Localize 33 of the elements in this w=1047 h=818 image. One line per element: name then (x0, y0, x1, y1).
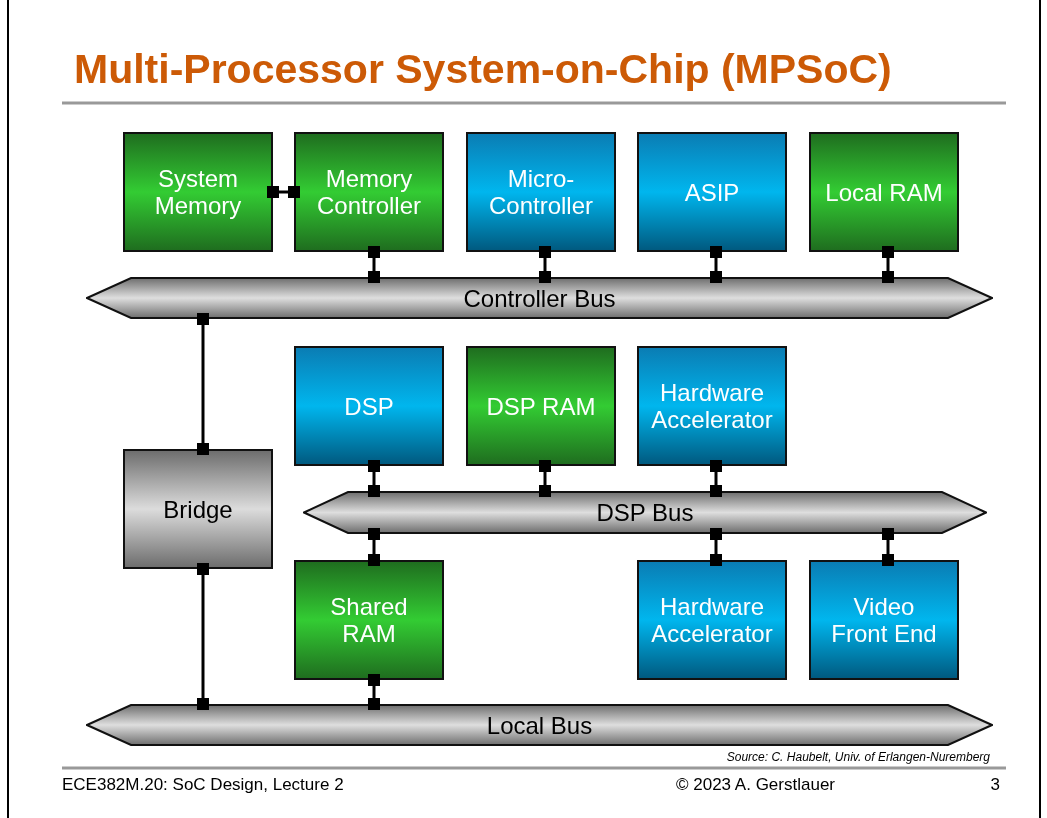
bus-connection (539, 246, 551, 283)
bus-connection (368, 674, 380, 710)
processor-block: DSP (294, 346, 444, 466)
page-number: 3 (990, 775, 1000, 795)
bus-connection (368, 460, 380, 497)
memory-block: DSP RAM (466, 346, 616, 466)
bus-arrow: DSP Bus (303, 491, 987, 534)
memory-block: Shared RAM (294, 560, 444, 680)
processor-block: Hardware Accelerator (637, 346, 787, 466)
bus-connection (267, 186, 300, 198)
processor-block: Video Front End (809, 560, 959, 680)
processor-block: Hardware Accelerator (637, 560, 787, 680)
bus-connection (368, 246, 380, 283)
bus-connection (539, 460, 551, 497)
copyright-text: © 2023 A. Gerstlauer (676, 775, 835, 795)
bus-connection (882, 246, 894, 283)
bus-arrow: Controller Bus (86, 277, 993, 319)
memory-block: System Memory (123, 132, 273, 252)
memory-block: Local RAM (809, 132, 959, 252)
bus-connection (710, 460, 722, 497)
bus-connection (368, 528, 380, 566)
bridge-block: Bridge (123, 449, 273, 569)
footer-text: ECE382M.20: SoC Design, Lecture 2 (62, 775, 344, 795)
processor-block: Micro-Controller (466, 132, 616, 252)
bus-connection (710, 246, 722, 283)
slide-title: Multi-Processor System-on-Chip (MPSoC) (74, 46, 892, 93)
bus-connection (197, 313, 209, 455)
bus-connection (882, 528, 894, 566)
bus-connection (710, 528, 722, 566)
bus-connection (197, 563, 209, 710)
memory-block: Memory Controller (294, 132, 444, 252)
processor-block: ASIP (637, 132, 787, 252)
bus-arrow: Local Bus (86, 704, 993, 746)
